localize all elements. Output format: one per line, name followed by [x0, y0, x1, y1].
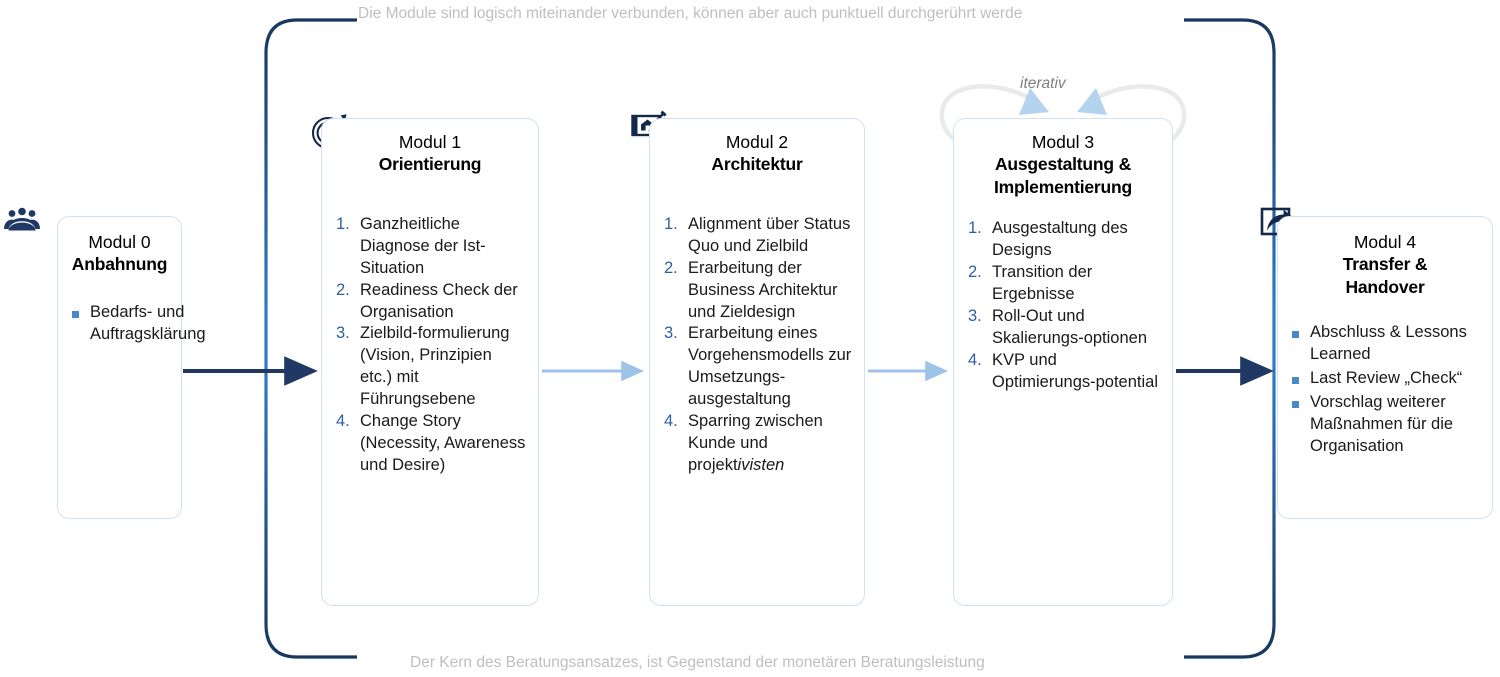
- list-number: 3.: [968, 306, 982, 325]
- module-1-list: 1. Ganzheitliche Diagnose der Ist-Situat…: [336, 214, 528, 477]
- module-4-body: Abschluss & Lessons Learned Last Review …: [1278, 322, 1492, 458]
- module-3-title: Ausgestaltung &Implementierung: [994, 154, 1132, 197]
- list-item: 3. Roll-Out und Skalierungs-optionen: [968, 306, 1162, 350]
- list-item: Bedarfs- und Auftragsklärung: [72, 302, 206, 346]
- list-item-text: Erarbeitung der Business Architektur und…: [688, 258, 838, 321]
- list-item: 2. Transition der Ergebnisse: [968, 262, 1162, 306]
- list-item: Vorschlag weiterer Maßnahmen für die Org…: [1292, 392, 1482, 458]
- list-number: 1.: [336, 214, 350, 233]
- module-4-list: Abschluss & Lessons Learned Last Review …: [1292, 322, 1482, 458]
- module-3-eyebrow: Modul 3: [1031, 132, 1095, 152]
- module-card-4[interactable]: Modul 4 Transfer &Handover Abschluss & L…: [1277, 216, 1493, 519]
- list-item: 1. Ganzheitliche Diagnose der Ist-Situat…: [336, 214, 528, 280]
- right-bracket: [1184, 18, 1276, 659]
- module-2-title: Architektur: [711, 154, 803, 175]
- bullet-square-icon: [1292, 377, 1310, 399]
- list-item-text: Roll-Out und Skalierungs-optionen: [992, 306, 1148, 347]
- list-item-text: Readiness Check der Organisation: [360, 280, 518, 321]
- list-item: Abschluss & Lessons Learned: [1292, 322, 1482, 366]
- list-item-text: Zielbild-formulierung (Vision, Prinzipie…: [360, 324, 510, 409]
- list-item-text: Ganzheitliche Diagnose der Ist-Situation: [360, 214, 486, 277]
- module-1-title: Orientierung: [378, 154, 482, 175]
- iterative-loop-label: iterativ: [1020, 75, 1066, 92]
- bullet-square-icon: [1292, 401, 1310, 467]
- module-card-1[interactable]: Modul 1 Orientierung 1. Ganzheitliche Di…: [321, 118, 539, 606]
- list-item-text: Transition der Ergebnisse: [992, 263, 1093, 303]
- module-4-title: Transfer &Handover: [1342, 254, 1428, 297]
- list-number: 1.: [968, 219, 982, 238]
- list-number: 1.: [664, 214, 678, 233]
- module-1-header: Modul 1 Orientierung: [322, 119, 538, 176]
- list-number: 2.: [664, 258, 678, 277]
- list-item-text: Abschluss & Lessons Learned: [1310, 323, 1467, 364]
- module-2-eyebrow: Modul 2: [725, 132, 789, 152]
- module-0-eyebrow: Modul 0: [88, 232, 151, 252]
- module-0-title: Anbahnung: [71, 254, 168, 275]
- list-item: 1. Ausgestaltung des Designs: [968, 218, 1162, 262]
- list-item: 3. Erarbeitung eines Vorgehensmodells zu…: [664, 323, 854, 411]
- module-card-3[interactable]: Modul 3 Ausgestaltung &Implementierung 1…: [953, 118, 1173, 606]
- list-number: 4.: [336, 412, 350, 431]
- module-3-list: 1. Ausgestaltung des Designs 2. Transiti…: [968, 218, 1162, 394]
- bullet-square-icon: [1292, 331, 1310, 375]
- list-item-text: Alignment über Status Quo und Zielbild: [688, 214, 851, 255]
- module-0-body: Bedarfs- und Auftragsklärung: [58, 302, 206, 346]
- caption-top: Die Module sind logisch miteinander verb…: [358, 5, 1023, 22]
- list-number: 2.: [968, 263, 982, 282]
- module-0-list: Bedarfs- und Auftragsklärung: [72, 302, 206, 346]
- list-item-text: Vorschlag weiterer Maßnahmen für die Org…: [1310, 392, 1454, 455]
- module-3-header: Modul 3 Ausgestaltung &Implementierung: [954, 119, 1172, 198]
- module-0-header: Modul 0 Anbahnung: [58, 217, 181, 276]
- list-number: 4.: [664, 412, 678, 431]
- list-number: 4.: [968, 350, 982, 369]
- module-4-header: Modul 4 Transfer &Handover: [1278, 217, 1492, 298]
- caption-bottom: Der Kern des Beratungsansatzes, ist Gege…: [410, 654, 985, 671]
- list-item-text: Change Story (Necessity, Awareness und D…: [360, 412, 526, 475]
- list-item: 4. Sparring zwischen Kunde und projektiv…: [664, 411, 854, 477]
- module-1-body: 1. Ganzheitliche Diagnose der Ist-Situat…: [322, 214, 538, 477]
- module-2-list: 1. Alignment über Status Quo und Zielbil…: [664, 214, 854, 477]
- list-item-text: Bedarfs- und Auftragsklärung: [90, 302, 206, 343]
- module-2-body: 1. Alignment über Status Quo und Zielbil…: [650, 214, 864, 477]
- module-1-eyebrow: Modul 1: [398, 132, 462, 152]
- list-item-text: Last Review „Check“: [1310, 369, 1463, 388]
- module-2-header: Modul 2 Architektur: [650, 119, 864, 176]
- list-item: 4. Change Story (Necessity, Awareness un…: [336, 411, 528, 477]
- list-item: 2. Erarbeitung der Business Architektur …: [664, 258, 854, 324]
- list-item-text: Ausgestaltung des Designs: [992, 219, 1128, 260]
- list-item-text: KVP und Optimierungs-potential: [992, 350, 1158, 391]
- people-icon: [2, 201, 42, 241]
- list-number: 2.: [336, 280, 350, 299]
- list-item: 1. Alignment über Status Quo und Zielbil…: [664, 214, 854, 258]
- list-number: 3.: [664, 324, 678, 343]
- list-item-text: Sparring zwischen Kunde und projektivist…: [688, 412, 823, 475]
- module-card-2[interactable]: Modul 2 Architektur 1. Alignment über St…: [649, 118, 865, 606]
- bullet-square-icon: [72, 311, 90, 355]
- list-item: 3. Zielbild-formulierung (Vision, Prinzi…: [336, 323, 528, 411]
- list-number: 3.: [336, 324, 350, 343]
- module-card-0[interactable]: Modul 0 Anbahnung Bedarfs- und Auftragsk…: [57, 216, 206, 519]
- list-item: Last Review „Check“: [1292, 368, 1482, 390]
- list-item: 4. KVP und Optimierungs-potential: [968, 350, 1162, 394]
- module-4-eyebrow: Modul 4: [1353, 232, 1417, 252]
- list-item-text: Erarbeitung eines Vorgehensmodells zur U…: [688, 324, 852, 409]
- list-item: 2. Readiness Check der Organisation: [336, 280, 528, 324]
- module-3-body: 1. Ausgestaltung des Designs 2. Transiti…: [954, 218, 1172, 394]
